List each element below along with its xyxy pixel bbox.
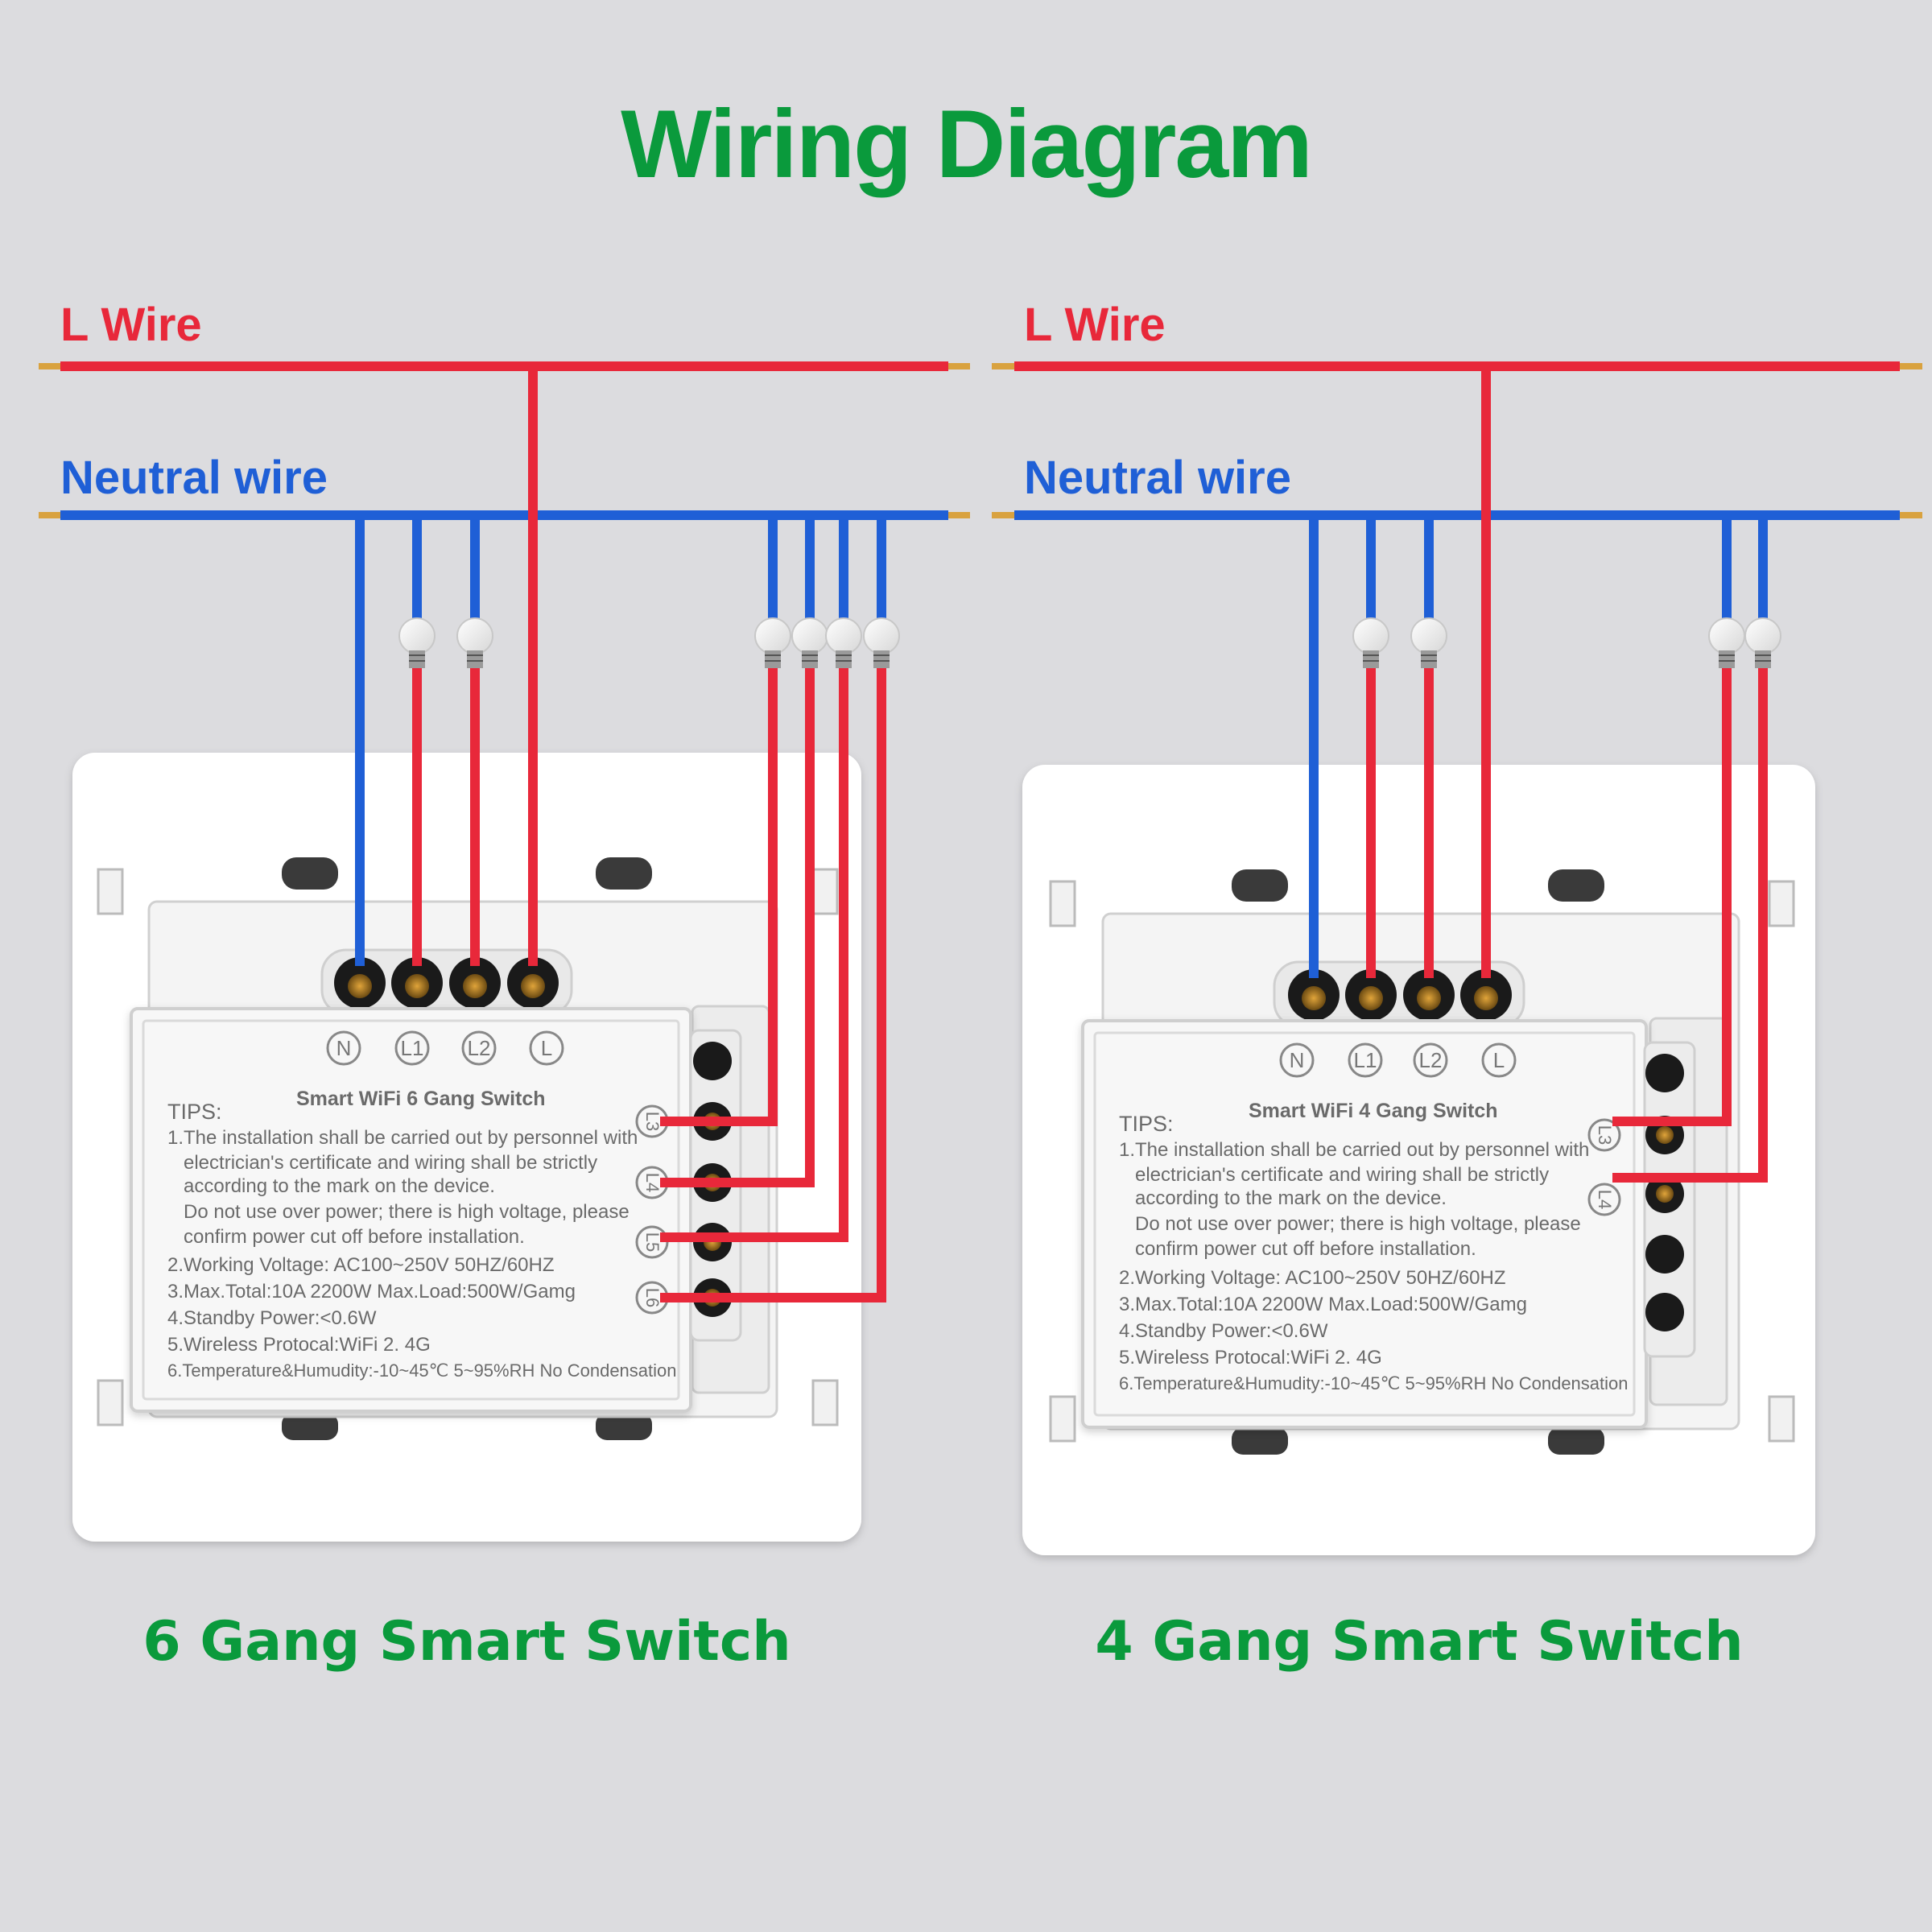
light-bulb-icon — [825, 617, 862, 668]
right-side-terminal-labels: L3 L4 — [1587, 1118, 1621, 1216]
right-module-heading: Smart WiFi 4 Gang Switch — [1249, 1100, 1498, 1122]
light-bulb-icon — [1708, 617, 1745, 668]
right-module — [1081, 1019, 1696, 1429]
left-tip-line-9: 5.Wireless Protocal:WiFi 2. 4G — [167, 1334, 431, 1356]
light-bulb-icon — [398, 617, 436, 668]
left-tip-line-4: Do not use over power; there is high vol… — [184, 1201, 630, 1223]
left-terminal-label-n: N — [336, 1036, 352, 1060]
left-terminal-label-l1: L1 — [401, 1036, 424, 1060]
left-terminal-label-l: L — [541, 1036, 552, 1060]
light-bulb-icon — [1352, 617, 1389, 668]
left-tip-line-5: confirm power cut off before installatio… — [184, 1226, 525, 1248]
left-terminal-label-l6: L6 — [642, 1288, 663, 1307]
right-tip-line-2: electrician's certificate and wiring sha… — [1135, 1164, 1549, 1186]
light-bulb-icon — [863, 617, 900, 668]
left-tip-line-7: 3.Max.Total:10A 2200W Max.Load:500W/Gamg — [167, 1281, 576, 1302]
right-tip-line-7: 3.Max.Total:10A 2200W Max.Load:500W/Gamg — [1119, 1294, 1527, 1315]
right-terminal-label-l4: L4 — [1595, 1190, 1615, 1209]
left-l-wire-label: L Wire — [60, 299, 202, 351]
right-top-terminal-labels: N L1 L2 L — [1279, 1042, 1517, 1078]
left-tip-line-10: 6.Temperature&Humudity:-10~45℃ 5~95%RH N… — [167, 1360, 677, 1381]
right-tip-line-9: 5.Wireless Protocal:WiFi 2. 4G — [1119, 1347, 1382, 1368]
light-bulb-icon — [456, 617, 493, 668]
light-bulb-icon — [754, 617, 791, 668]
left-terminal-label-l5: L5 — [642, 1232, 663, 1252]
right-tip-line-3: according to the mark on the device. — [1135, 1187, 1447, 1209]
right-tips: Smart WiFi 4 Gang Switch TIPS: 1.The ins… — [1119, 1100, 1629, 1393]
right-caption: 4 Gang Smart Switch — [1095, 1610, 1744, 1674]
left-wires — [39, 361, 970, 1302]
right-tip-line-5: confirm power cut off before installatio… — [1135, 1238, 1476, 1260]
left-tip-line-6: 2.Working Voltage: AC100~250V 50HZ/60HZ — [167, 1254, 555, 1276]
left-caption: 6 Gang Smart Switch — [142, 1610, 791, 1674]
right-terminal-label-l3: L3 — [1595, 1125, 1615, 1145]
right-tip-line-10: 6.Temperature&Humudity:-10~45℃ 5~95%RH N… — [1119, 1373, 1629, 1393]
right-terminal-label-l1: L1 — [1354, 1048, 1377, 1072]
right-terminal-label-l2: L2 — [1419, 1048, 1443, 1072]
left-tips-title: TIPS: — [167, 1100, 222, 1124]
left-terminal-label-l2: L2 — [468, 1036, 491, 1060]
left-top-terminal-block — [320, 948, 573, 1016]
left-terminal-label-l4: L4 — [642, 1173, 663, 1192]
right-terminal-label-l: L — [1493, 1048, 1505, 1072]
left-tips: Smart WiFi 6 Gang Switch TIPS: 1.The ins… — [167, 1088, 677, 1381]
right-tip-line-6: 2.Working Voltage: AC100~250V 50HZ/60HZ — [1119, 1267, 1506, 1289]
left-bulbs — [398, 617, 900, 668]
right-l-wire-label: L Wire — [1024, 299, 1166, 351]
right-tip-line-4: Do not use over power; there is high vol… — [1135, 1213, 1581, 1235]
left-tip-line-8: 4.Standby Power:<0.6W — [167, 1307, 377, 1329]
right-bulbs — [1352, 617, 1781, 668]
left-top-terminal-labels: N L1 L2 L — [326, 1030, 564, 1066]
light-bulb-icon — [1744, 617, 1781, 668]
left-tip-line-2: electrician's certificate and wiring sha… — [184, 1152, 597, 1174]
left-module — [130, 1007, 742, 1413]
light-bulb-icon — [791, 617, 828, 668]
right-tip-line-1: 1.The installation shall be carried out … — [1119, 1139, 1589, 1161]
light-bulb-icon — [1410, 617, 1447, 668]
right-neutral-wire-label: Neutral wire — [1024, 452, 1291, 504]
right-tip-line-8: 4.Standby Power:<0.6W — [1119, 1320, 1328, 1342]
left-tip-line-1: 1.The installation shall be carried out … — [167, 1127, 638, 1149]
left-neutral-wire-label: Neutral wire — [60, 452, 328, 504]
right-wires — [992, 361, 1922, 1183]
left-terminal-label-l3: L3 — [642, 1112, 663, 1131]
left-module-heading: Smart WiFi 6 Gang Switch — [296, 1088, 546, 1110]
right-tips-title: TIPS: — [1119, 1112, 1174, 1136]
left-tip-line-3: according to the mark on the device. — [184, 1175, 495, 1197]
diagram-title: Wiring Diagram — [621, 90, 1313, 198]
right-terminal-label-n: N — [1290, 1048, 1305, 1072]
